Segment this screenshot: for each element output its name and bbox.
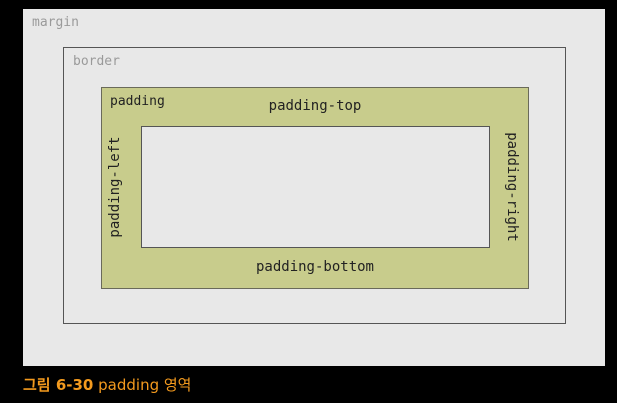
figure-title: padding 영역 [98, 376, 192, 394]
padding-left-label: padding-left [107, 136, 123, 238]
padding-box: padding padding-top padding-left padding… [101, 87, 529, 289]
padding-label: padding [110, 94, 165, 109]
figure-number: 그림 6-30 [23, 376, 94, 394]
padding-top-label: padding-top [268, 98, 362, 114]
border-box: border padding padding-top padding-left … [63, 47, 566, 324]
margin-label: margin [32, 15, 79, 30]
padding-bottom-label: padding-bottom [255, 259, 374, 275]
padding-right-label: padding-right [504, 132, 520, 242]
box-model-diagram: margin border padding padding-top paddin… [23, 9, 605, 366]
content-box [141, 126, 490, 248]
figure-caption: 그림 6-30 padding 영역 [23, 374, 191, 395]
border-label: border [73, 54, 120, 69]
